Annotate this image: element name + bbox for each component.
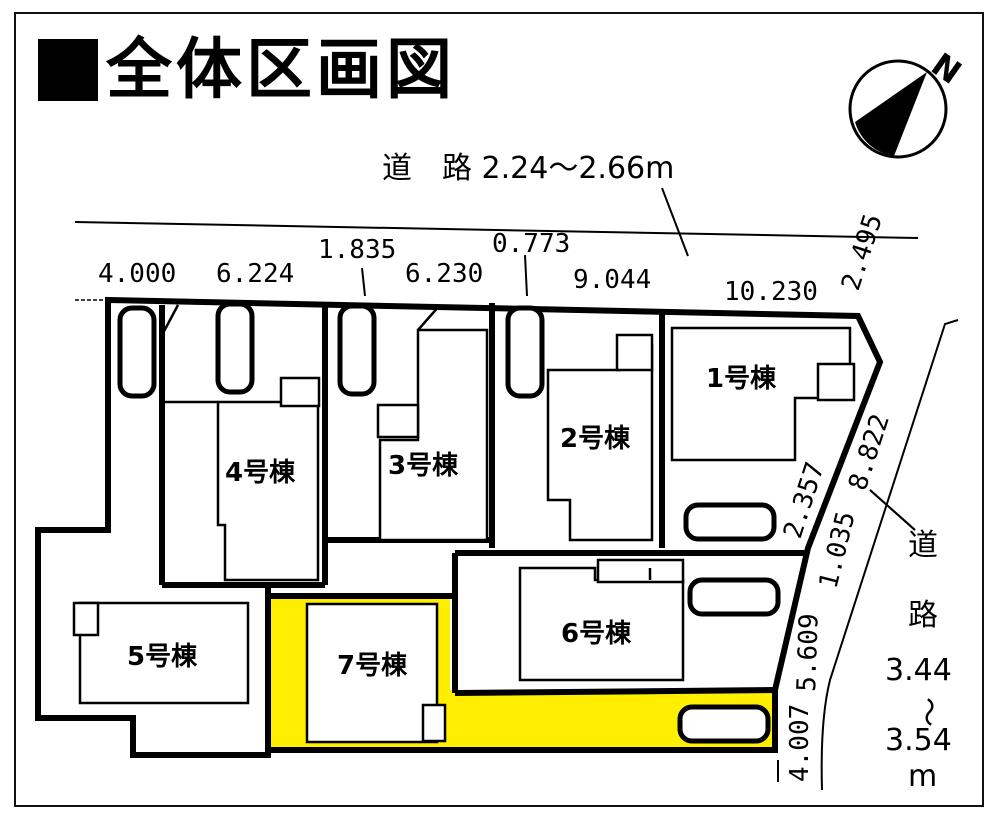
building-2-label: 2号棟 — [560, 424, 631, 454]
dim-east-3: 2.357 — [778, 458, 831, 542]
plan-frame — [14, 12, 984, 807]
car-icon — [683, 502, 777, 542]
title-text: 全体区画図 — [106, 31, 456, 108]
building-1-outline — [670, 326, 852, 462]
car-icons — [117, 301, 781, 744]
building-5-outline — [78, 601, 250, 705]
svg-text:3.54: 3.54 — [885, 723, 952, 758]
building-1-label: 1号棟 — [706, 364, 777, 394]
dim-top-2: 6.224 — [216, 259, 294, 289]
car-icon — [117, 305, 157, 399]
dim-top-5: 0.773 — [492, 229, 570, 259]
building-7-label: 7号棟 — [337, 651, 408, 681]
north-road-label: 道 路 2.24〜2.66m — [382, 151, 674, 186]
building-3-label: 3号棟 — [388, 451, 459, 481]
dim-top-7: 10.230 — [724, 277, 818, 307]
dim-east-2: 8.822 — [843, 410, 896, 494]
north-arrow-icon: N — [848, 45, 968, 159]
svg-text:道: 道 — [908, 528, 938, 563]
svg-text:m: m — [908, 759, 937, 794]
svg-text:〜: 〜 — [910, 697, 945, 727]
building-6-label: 6号棟 — [561, 619, 632, 649]
dim-top-6: 9.044 — [573, 265, 651, 295]
dim-east-1: 2.495 — [836, 210, 889, 294]
dim-east-6: 4.007 — [785, 704, 815, 782]
dim-top-3: 1.835 — [318, 235, 396, 265]
car-icon — [505, 305, 545, 399]
svg-text:路: 路 — [908, 598, 938, 633]
car-icon — [337, 303, 377, 397]
building-7-outline — [305, 602, 439, 744]
building-3-outline — [378, 328, 489, 542]
east-road-label: 道 路 3.44 〜 3.54 m — [885, 528, 952, 794]
page-title: 全体区画図 — [38, 30, 456, 110]
car-icon — [687, 577, 781, 617]
dim-top-1: 4.000 — [98, 259, 176, 289]
building-5-label: 5号棟 — [127, 642, 198, 672]
dim-east-5: 5.609 — [792, 613, 825, 692]
title-square-icon — [38, 39, 98, 101]
building-4-label: 4号棟 — [225, 458, 296, 488]
car-icon — [677, 704, 771, 744]
car-icon — [215, 301, 255, 395]
dim-top-4: 6.230 — [405, 259, 483, 289]
svg-text:3.44: 3.44 — [885, 653, 952, 688]
building-4-outline — [216, 400, 320, 582]
